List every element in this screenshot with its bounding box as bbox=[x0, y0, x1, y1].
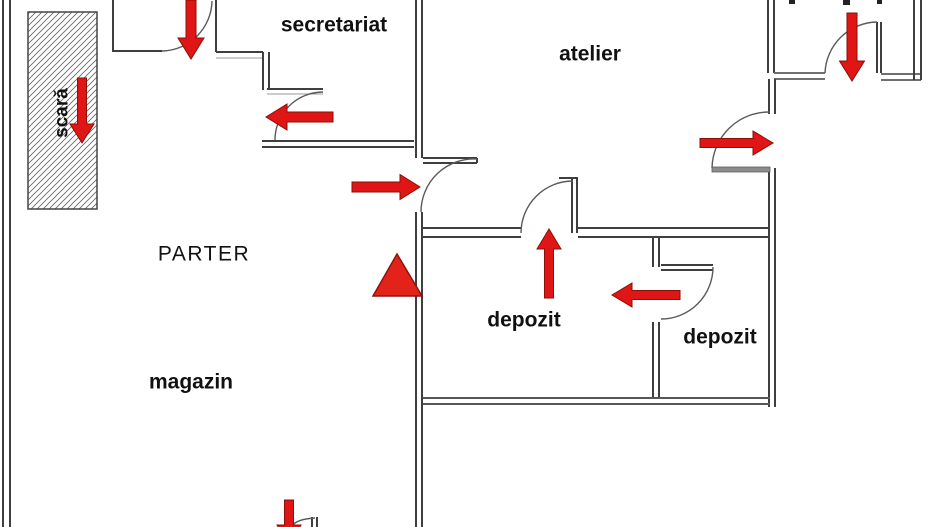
room-label-atelier: atelier bbox=[559, 42, 621, 66]
wall-corridor-vertical-lower bbox=[415, 212, 423, 527]
evacuation-arrow-topleft-exit-down bbox=[177, 0, 205, 60]
evacuation-arrow-secretariat-left bbox=[265, 103, 334, 131]
clipped-text-fragment bbox=[843, 0, 850, 5]
evacuation-arrow-depozit2-left bbox=[611, 282, 681, 308]
wall-depozit-top-right bbox=[578, 227, 768, 238]
door-leaf-topright bbox=[876, 22, 882, 73]
wall-topright-left bbox=[767, 0, 775, 73]
wall-depozit-divider-lower bbox=[652, 322, 660, 399]
room-label-depozit-2: depozit bbox=[683, 325, 757, 349]
wall-depozit-top-left bbox=[423, 227, 521, 238]
wall-exterior-left bbox=[2, 0, 11, 527]
door-arc-topright bbox=[824, 21, 878, 74]
evacuation-arrows-layer bbox=[69, 0, 866, 527]
evacuation-arrow-scara-down bbox=[69, 77, 95, 144]
wall-exterior-right-upper bbox=[768, 79, 776, 114]
wall-topleft-room bbox=[112, 0, 263, 53]
door-leaf-right-exit bbox=[711, 166, 771, 173]
wall-exterior-right-lower bbox=[768, 168, 776, 407]
you-are-here-triangle-icon bbox=[371, 252, 424, 297]
wall-topright-right bbox=[913, 0, 922, 80]
wall-corridor-top bbox=[262, 140, 414, 148]
clipped-text-fragments-layer bbox=[789, 0, 882, 5]
evacuation-arrow-depozit1-up bbox=[536, 228, 562, 299]
wall-secretariat-left bbox=[262, 52, 323, 90]
evacuation-arrow-corridor-right bbox=[351, 173, 421, 201]
floor-label-parter: PARTER bbox=[157, 242, 251, 266]
clipped-text-fragment bbox=[877, 0, 882, 4]
wall-topright-bottom bbox=[774, 72, 825, 80]
room-label-secretariat: secretariat bbox=[280, 13, 388, 37]
door-arc-topleft bbox=[161, 0, 213, 52]
room-label-magazin: magazin bbox=[148, 370, 234, 394]
door-arc-depozit2 bbox=[660, 266, 714, 320]
evacuation-arrow-topright-exit-down bbox=[838, 12, 866, 82]
wall-depozit-bottom bbox=[423, 397, 770, 405]
door-leaf-depozit1 bbox=[559, 177, 578, 233]
clipped-text-fragment bbox=[789, 0, 795, 4]
door-arc-depozit1 bbox=[520, 180, 574, 234]
evacuation-arrow-atelier-exit-right bbox=[699, 130, 774, 156]
door-arc-atelier-west bbox=[420, 158, 478, 213]
door-arc-secretariat bbox=[274, 91, 324, 141]
door-arc-right-exit bbox=[711, 111, 771, 169]
wall-corridor-vertical-upper bbox=[415, 0, 423, 158]
wall-depozit-divider-upper bbox=[652, 237, 660, 267]
room-label-scara: scară bbox=[51, 88, 73, 138]
evacuation-arrow-bottom-exit-down bbox=[276, 499, 302, 527]
room-label-depozit-1: depozit bbox=[487, 308, 561, 332]
door-leaf-depozit2 bbox=[661, 264, 713, 271]
